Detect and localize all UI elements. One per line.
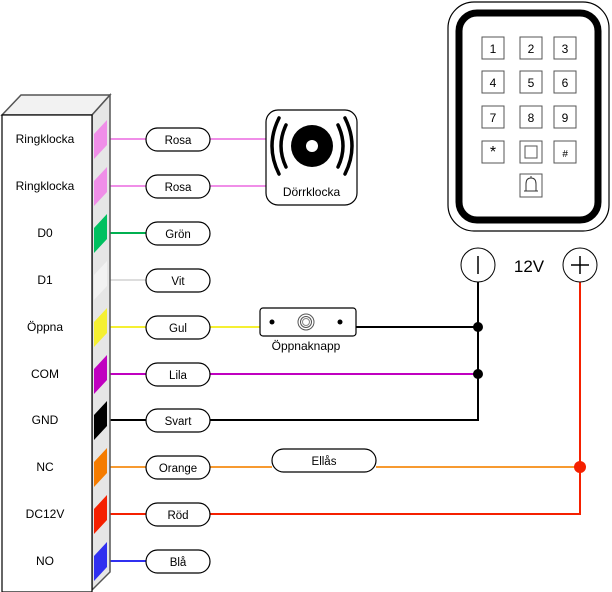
exit-button-label: Öppnaknapp xyxy=(272,339,341,353)
key-label: 9 xyxy=(562,111,569,125)
key-label: 1 xyxy=(490,42,497,56)
pin-label: NO xyxy=(36,554,54,568)
pin-label: NC xyxy=(36,460,54,474)
wire-color-name: Svart xyxy=(165,416,193,428)
pin-label: Ringklocka xyxy=(16,179,75,193)
pin-color-tab xyxy=(94,542,107,581)
wire-label-pill: Grön xyxy=(145,221,211,246)
key-7[interactable]: 7 xyxy=(481,105,505,129)
key-3[interactable]: 3 xyxy=(553,36,577,60)
positive-terminal[interactable] xyxy=(562,247,598,283)
key-bell[interactable] xyxy=(519,173,543,198)
junction-dot xyxy=(574,461,586,473)
wire-color-name: Röd xyxy=(167,510,188,522)
wire-segment xyxy=(210,282,479,421)
voltage-label: 12V xyxy=(514,257,545,276)
terminal-block: RingklockaRingklockaD0D1ÖppnaCOMGNDNCDC1… xyxy=(0,93,112,592)
power-supply: 12V xyxy=(460,247,598,283)
key-label: # xyxy=(562,149,568,160)
pin-label: Ringklocka xyxy=(16,132,75,146)
doorbell[interactable]: Dörrklocka xyxy=(265,109,358,206)
key-label: 6 xyxy=(562,76,569,90)
key-label: 8 xyxy=(528,111,535,125)
key-8[interactable]: 8 xyxy=(519,105,543,129)
pin-label: Öppna xyxy=(27,320,63,334)
pin-color-tab xyxy=(94,214,107,253)
key-label: 7 xyxy=(490,111,497,125)
wire-color-name: Vit xyxy=(171,276,185,288)
key-label: 5 xyxy=(528,76,535,90)
electric-lock-label: Ellås xyxy=(312,456,337,468)
wire-color-name: Orange xyxy=(159,463,197,475)
pin-color-tab xyxy=(94,495,107,534)
wire-segment xyxy=(210,282,581,515)
key-2[interactable]: 2 xyxy=(519,36,543,60)
bell-icon xyxy=(524,176,538,192)
pin-color-tab xyxy=(94,401,107,440)
wire-label-pill: Svart xyxy=(145,408,211,433)
key-label: * xyxy=(490,144,496,161)
wire-label-pill: Vit xyxy=(145,268,211,293)
electric-lock[interactable]: Ellås xyxy=(271,448,377,473)
pin-label: GND xyxy=(32,413,59,427)
wire-color-name: Gul xyxy=(169,323,187,335)
key-square[interactable] xyxy=(519,140,543,164)
key-5[interactable]: 5 xyxy=(519,70,543,94)
pin-color-tab xyxy=(94,120,107,159)
key-label: 4 xyxy=(490,76,497,90)
key-label: 3 xyxy=(562,42,569,56)
wire-label-pill: Lila xyxy=(145,362,211,387)
wire-color-name: Rosa xyxy=(165,135,192,147)
pin-color-tab xyxy=(94,355,107,394)
key-4[interactable]: 4 xyxy=(481,70,505,94)
negative-terminal[interactable] xyxy=(460,247,496,283)
key-9[interactable]: 9 xyxy=(553,105,577,129)
key-6[interactable]: 6 xyxy=(553,70,577,94)
wire-label-pill: Orange xyxy=(145,455,211,480)
key-label: 2 xyxy=(528,42,535,56)
junction-dot xyxy=(473,369,483,379)
pin-color-tab xyxy=(94,167,107,206)
wire-color-name: Blå xyxy=(170,557,187,569)
pin-label: DC12V xyxy=(26,507,65,521)
pin-label: COM xyxy=(31,367,59,381)
keypad: 1 2 3 4 5 6 7 8 9 * # xyxy=(447,1,610,232)
wire-label-pill: Gul xyxy=(145,315,211,340)
screw-right xyxy=(337,319,343,325)
pin-color-tab xyxy=(94,308,107,347)
key-star[interactable]: * xyxy=(481,140,505,164)
wire-color-name: Lila xyxy=(169,370,188,382)
wire-color-name: Rosa xyxy=(165,182,192,194)
exit-button[interactable]: Öppnaknapp xyxy=(259,307,357,353)
wire-label-pill: Rosa xyxy=(145,127,211,152)
key-hash[interactable]: # xyxy=(553,140,577,164)
wire-label-pill: Röd xyxy=(145,502,211,527)
key-1[interactable]: 1 xyxy=(481,36,505,60)
speaker-icon xyxy=(270,116,354,176)
pin-label: D1 xyxy=(37,273,53,287)
pin-color-tab xyxy=(94,261,107,300)
square-icon xyxy=(524,145,538,159)
terminal-block-front xyxy=(1,114,93,592)
pin-label: D0 xyxy=(37,226,53,240)
wire-color-name: Grön xyxy=(165,229,191,241)
doorbell-label: Dörrklocka xyxy=(283,185,341,199)
screw-left xyxy=(269,319,275,325)
wire-label-pill: Blå xyxy=(145,549,211,574)
pin-color-tab xyxy=(94,448,107,487)
wire-label-pill: Rosa xyxy=(145,174,211,199)
junction-dot xyxy=(473,322,483,332)
